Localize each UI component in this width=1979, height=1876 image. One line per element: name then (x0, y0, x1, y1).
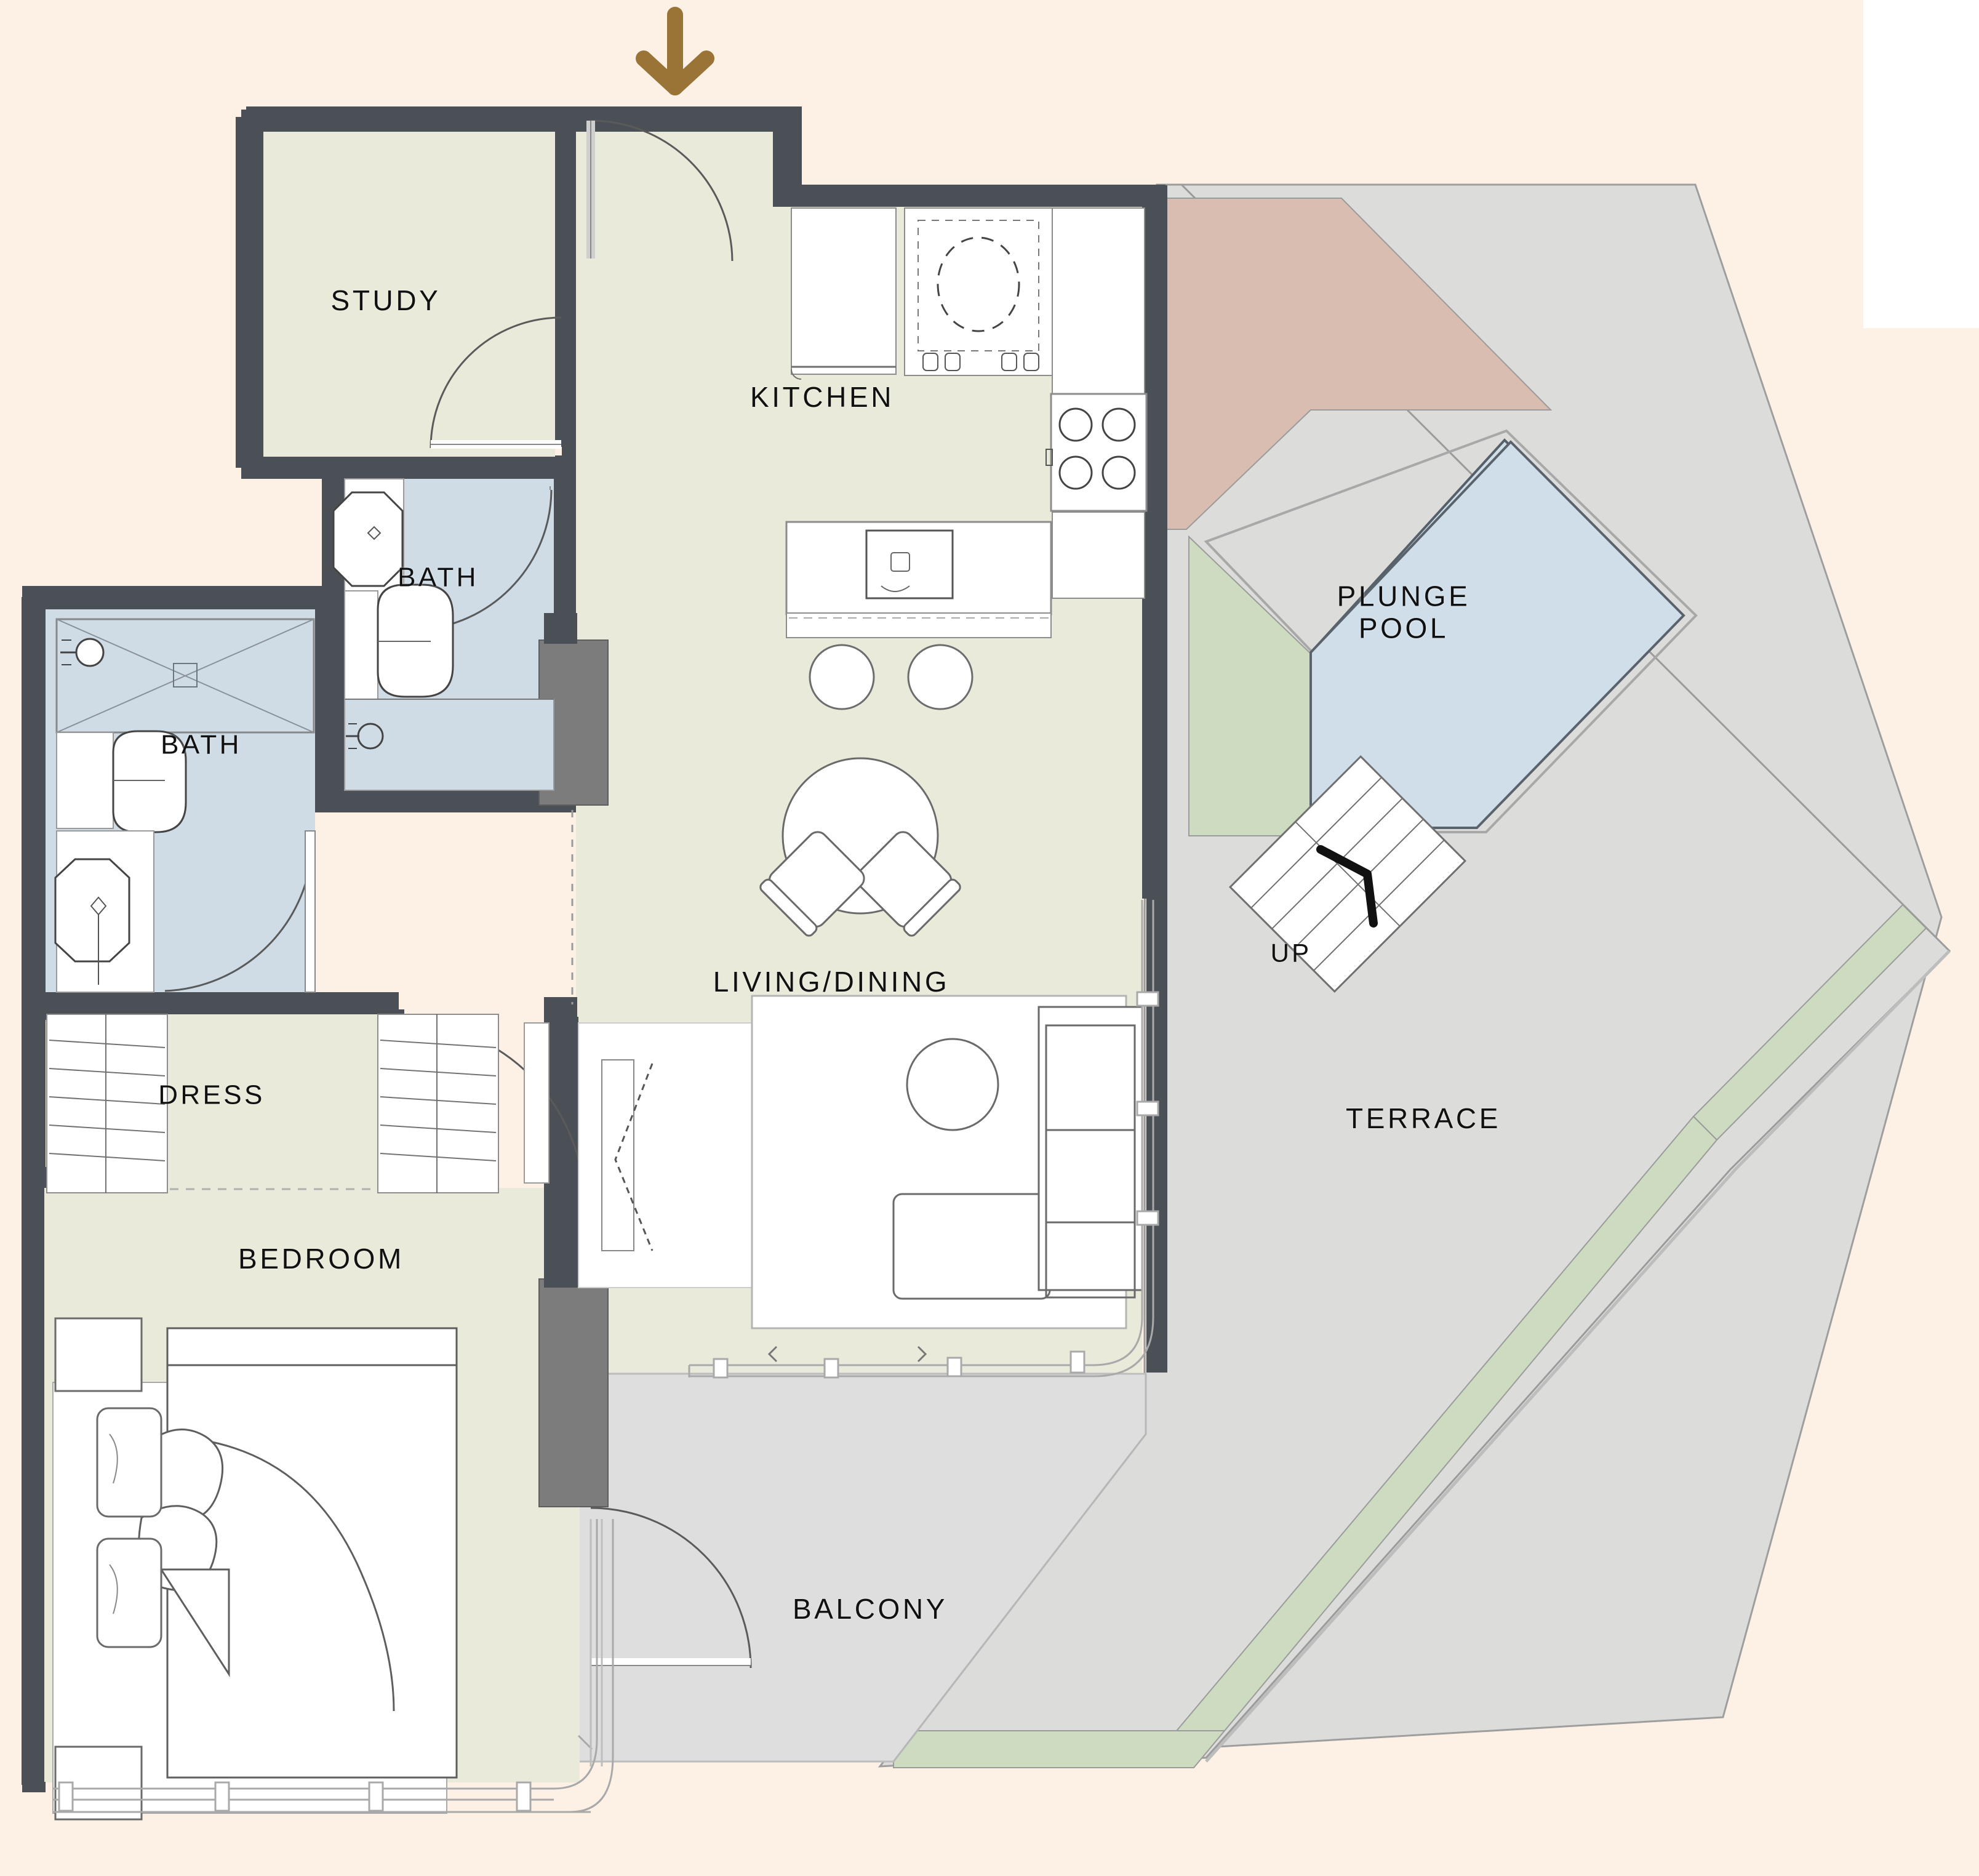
stair-direction-arrow (1316, 845, 1378, 928)
terrace-balcony-junction (892, 1374, 1147, 1762)
stair-up (1228, 755, 1467, 993)
kitchen-appliance (904, 207, 1053, 376)
dress-neck-floor (170, 1016, 378, 1192)
pool-water (1309, 440, 1685, 829)
kitchen-counter-left (791, 207, 897, 375)
terrace-slab-shape (871, 183, 1951, 1759)
nightstand-1 (54, 1317, 143, 1392)
master-bath-fixtures (54, 618, 315, 993)
living-seating (751, 995, 1143, 1329)
sectional-sofa-back (1037, 1006, 1143, 1291)
kitchen-fixtures (785, 207, 1148, 710)
master-toilet (112, 730, 187, 833)
pier-mid (544, 1017, 578, 1288)
balcony-glass-divider (590, 1519, 603, 1766)
bedroom-furniture (52, 1317, 458, 1821)
curtain-wall-bedroom (53, 1519, 614, 1813)
sliding-door-living (524, 1022, 782, 1288)
guest-basin (332, 491, 404, 587)
living-side-table (906, 1038, 999, 1131)
master-basin (54, 858, 130, 963)
dining-set (759, 757, 961, 937)
bar-stool-2 (907, 644, 974, 710)
study-floor (263, 132, 555, 457)
dress-wardrobes (46, 1014, 499, 1193)
bar-stool-1 (809, 644, 875, 710)
pier-corridor-lower (538, 1278, 609, 1507)
guest-bath-fixtures (332, 478, 554, 791)
kitchen-island-counter-edge (786, 612, 1052, 638)
pier-nub-upper (544, 613, 577, 644)
entry-direction-arrow (636, 7, 714, 95)
guest-shower (344, 699, 554, 791)
coffee-table (892, 1193, 1051, 1300)
curtain-wall-living (688, 900, 1159, 1379)
terrace-outer-edge (1205, 950, 1951, 1763)
planter-strip-balcony (893, 1730, 1226, 1768)
corner-white-panel (1863, 0, 1979, 328)
